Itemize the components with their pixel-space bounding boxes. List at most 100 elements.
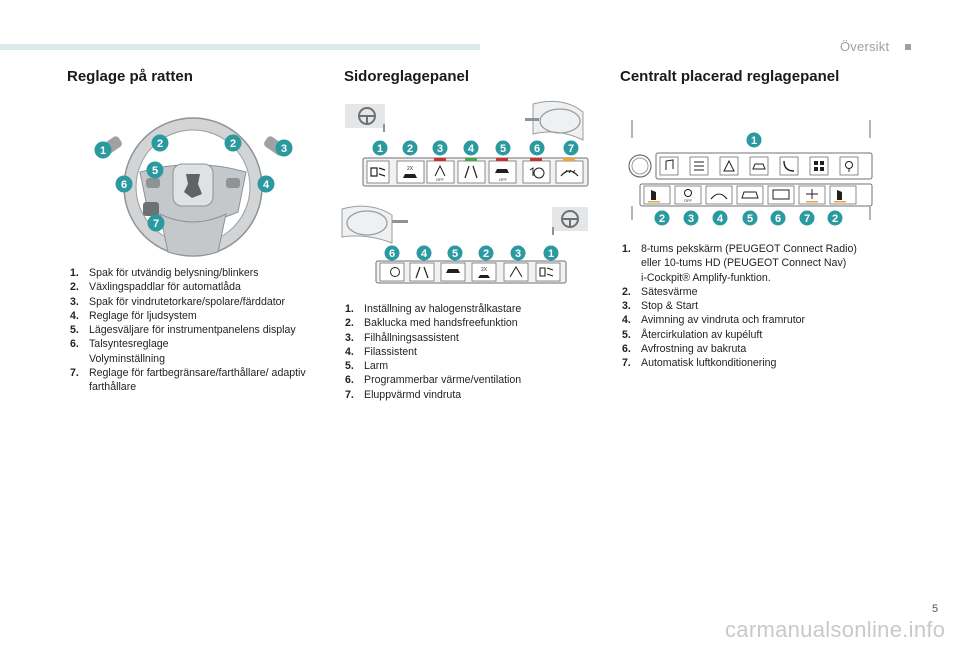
item-number: 1. (622, 243, 631, 255)
badge-5: 5 (742, 210, 758, 226)
item-text: Filhållningsassistent (364, 331, 459, 344)
button-label: 2X (481, 267, 488, 273)
badge-7: 7 (147, 214, 165, 232)
item-text: 8-tums pekskärm (PEUGEOT Connect Radio) … (641, 243, 857, 284)
alarm-button[interactable]: OFF (488, 158, 517, 184)
tailgate-button[interactable]: 2X (471, 262, 497, 282)
apps-shortcut-button[interactable] (809, 156, 829, 176)
programmable-heating-button[interactable] (522, 158, 551, 184)
auto-ac-button[interactable] (798, 185, 826, 205)
programmable-heating-button[interactable] (379, 262, 405, 282)
list-item: 5.Lägesväljare för instrumentpanelens di… (70, 323, 320, 337)
badge-label: 2 (230, 138, 236, 150)
list-item: 3.Filhållningsassistent (345, 331, 595, 345)
badge-6: 6 (115, 175, 133, 193)
button-label: OFF (684, 198, 693, 203)
header-section-title: Översikt (840, 39, 890, 54)
climate-shortcut-button[interactable] (689, 156, 709, 176)
item-text: Reglage för fartbegränsare/farthållare/ … (89, 367, 306, 394)
navigation-shortcut-button[interactable] (719, 156, 739, 176)
lion-logo-icon (184, 174, 202, 198)
seat-heating-right-button[interactable] (829, 185, 857, 205)
headlamp-adjust-control[interactable] (366, 160, 390, 184)
button-label: 2X (407, 166, 414, 172)
badge-3: 3 (275, 139, 293, 157)
steering-control-list: 1.Spak för utvändig belysning/blinkers 2… (70, 266, 320, 395)
item-text: Återcirkulation av kupéluft (641, 328, 763, 341)
badge-1: 1 (746, 132, 762, 148)
vehicle-shortcut-button[interactable] (749, 156, 769, 176)
side-panel-figure-rhd: 6 4 5 2 3 1 2X (341, 205, 588, 284)
alarm-button[interactable] (440, 262, 466, 282)
item-number: 1. (345, 303, 354, 315)
badge-label: 6 (389, 248, 395, 260)
lighting-shortcut-button[interactable] (839, 156, 859, 176)
header-accent-bar (0, 44, 480, 50)
list-item: 7.Automatisk luftkonditionering (622, 356, 862, 370)
badge-2: 2 (478, 245, 494, 261)
steering-wheel-icon (561, 210, 579, 228)
list-item: 3.Stop & Start (622, 299, 862, 313)
voice-control-button[interactable] (146, 178, 160, 188)
volume-knob[interactable] (628, 154, 652, 178)
item-number: 5. (622, 328, 631, 341)
item-text: Avfrostning av bakruta (641, 343, 747, 356)
windscreen-demist-button[interactable] (705, 185, 733, 205)
badge-label: 1 (100, 145, 106, 157)
lane-keep-button[interactable]: OFF (426, 158, 455, 184)
dashboard-sketch-icon (341, 205, 408, 244)
badge-label: 7 (153, 218, 159, 230)
lane-keep-button[interactable] (503, 262, 529, 282)
list-item: 2.Baklucka med handsfreefunktion (345, 316, 595, 330)
recirculation-button[interactable] (736, 185, 764, 205)
badge-6: 6 (384, 245, 400, 261)
badge-label: 2 (157, 138, 163, 150)
badge-2: 2 (654, 210, 670, 226)
badge-3: 3 (432, 140, 448, 156)
audio-control-button[interactable] (226, 178, 240, 188)
list-item: 4.Avimning av vindruta och framrutor (622, 313, 862, 327)
badge-label: 5 (747, 213, 753, 225)
rear-demist-button[interactable] (767, 185, 795, 205)
lane-assist-button[interactable] (409, 262, 435, 282)
item-text: Automatisk luftkonditionering (641, 357, 777, 370)
list-item: 2.Sätesvärme (622, 285, 862, 299)
side-panel-list: 1.Inställning av halogenstrålkastare 2.B… (345, 302, 595, 402)
badge-label: 3 (437, 143, 443, 155)
list-item: 1. 8-tums pekskärm (PEUGEOT Connect Radio… (622, 242, 862, 285)
badge-label: 3 (688, 213, 694, 225)
badge-label: 6 (534, 143, 540, 155)
badge-label: 5 (452, 248, 458, 260)
music-shortcut-button[interactable] (659, 156, 679, 176)
list-item: 6.Talsyntesreglage Volyminställning (70, 337, 320, 366)
cruise-control-button[interactable] (143, 202, 159, 216)
item-number: 4. (345, 345, 354, 358)
phone-shortcut-button[interactable] (779, 156, 799, 176)
badge-2: 2 (827, 210, 843, 226)
item-text: Baklucka med handsfreefunktion (364, 317, 518, 330)
badge-label: 4 (717, 213, 724, 225)
heated-windscreen-button[interactable] (555, 158, 584, 184)
item-number: 1. (70, 267, 79, 279)
badge-label: 6 (121, 179, 127, 191)
list-item: 6.Avfrostning av bakruta (622, 342, 862, 356)
page-number: 5 (932, 603, 939, 615)
badge-5: 5 (146, 161, 164, 179)
badge-3: 3 (683, 210, 699, 226)
tailgate-button[interactable]: 2X (396, 160, 425, 184)
item-number: 6. (345, 374, 354, 387)
badge-label: 4 (263, 179, 270, 191)
button-label: OFF (436, 177, 445, 182)
headlamp-adjust-control[interactable] (535, 262, 561, 282)
steering-section-title: Reglage på ratten (67, 68, 193, 85)
seat-heating-left-button[interactable] (643, 185, 671, 205)
stop-start-button[interactable]: OFF (674, 185, 702, 205)
badge-6: 6 (770, 210, 786, 226)
item-text: Filassistent (364, 345, 417, 358)
item-text: Spak för vindrutetorkare/spolare/färddat… (89, 295, 286, 308)
list-item: 5.Larm (345, 359, 595, 373)
item-number: 5. (70, 324, 79, 337)
badge-label: 5 (152, 165, 158, 177)
lane-assist-button[interactable] (457, 158, 486, 184)
list-item: 4.Reglage för ljudsystem (70, 309, 320, 323)
